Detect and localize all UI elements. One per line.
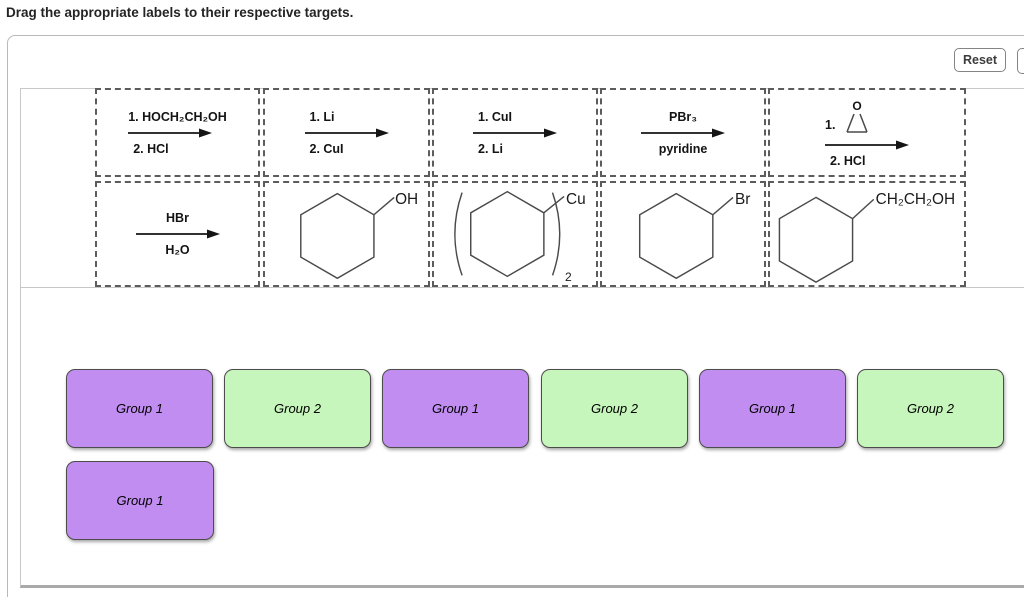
drag-label-text: Group 1 xyxy=(432,401,479,416)
reagent-step-1: 1. Li xyxy=(309,109,335,124)
reaction-arrow-icon xyxy=(825,140,909,149)
drop-target-r2c2[interactable]: OH xyxy=(263,181,430,287)
reagent-step-2: 2. HCl xyxy=(133,141,169,156)
drop-target-r1c2[interactable]: 1. Li 2. CuI xyxy=(263,88,430,177)
reset-button[interactable]: Reset xyxy=(954,48,1007,72)
drag-label[interactable]: Group 2 xyxy=(224,369,371,448)
drag-label[interactable]: Group 2 xyxy=(857,369,1004,448)
reagent-below: H₂O xyxy=(165,243,190,257)
drag-label[interactable]: Group 1 xyxy=(66,369,213,448)
drag-label-text: Group 2 xyxy=(591,401,638,416)
reagent-step-1: 1. xyxy=(825,117,836,132)
drag-label[interactable]: Group 2 xyxy=(541,369,688,448)
drag-label-text: Group 1 xyxy=(116,401,163,416)
reaction-arrow-icon xyxy=(641,128,725,137)
svg-text:O: O xyxy=(853,99,862,113)
drag-label[interactable]: Group 1 xyxy=(382,369,529,448)
drag-label-text: Group 1 xyxy=(749,401,796,416)
reagent-step-1: 1. CuI xyxy=(478,109,513,124)
drop-target-r2c1[interactable]: HBr H₂O xyxy=(95,181,260,287)
drop-target-r2c5[interactable]: CH₂CH₂OH xyxy=(768,181,966,287)
reaction-conditions: 1. Li 2. CuI xyxy=(304,109,389,156)
drop-target-r2c4[interactable]: Br xyxy=(600,181,766,287)
drag-label-text: Group 2 xyxy=(274,401,321,416)
bromocyclohexane-structure: Br xyxy=(638,191,750,280)
step1-with-epoxide: 1. O xyxy=(825,98,874,136)
reagent-step-2: 2. HCl xyxy=(830,153,866,168)
reagent-step-2: 2. CuI xyxy=(309,141,344,156)
svg-text:Cu: Cu xyxy=(566,191,586,208)
reaction-arrow-icon xyxy=(128,128,213,137)
cyclohexylethanol-structure: CH₂CH₂OH xyxy=(778,191,955,283)
target-table-baseline xyxy=(20,287,1024,288)
svg-text:2: 2 xyxy=(565,270,572,284)
drop-target-r1c5[interactable]: 1. O 2. HCl xyxy=(768,88,966,177)
dicyclohexylcuprate-structure: Cu 2 xyxy=(454,190,586,284)
drag-label-text: Group 1 xyxy=(116,493,164,508)
epoxide-structure: O xyxy=(846,99,869,133)
reaction-conditions: 1. O 2. HCl xyxy=(825,98,909,168)
drop-target-r1c3[interactable]: 1. CuI 2. Li xyxy=(432,88,598,177)
partial-button-edge[interactable] xyxy=(1017,48,1024,74)
reagent-step-2: 2. Li xyxy=(478,141,504,156)
reagent-above: PBr₃ xyxy=(668,109,697,124)
svg-text:Br: Br xyxy=(735,191,750,208)
reaction-conditions: 1. CuI 2. Li xyxy=(473,110,557,156)
drop-target-r1c4[interactable]: PBr₃ pyridine xyxy=(600,88,766,177)
svg-text:OH: OH xyxy=(395,191,418,208)
drag-label[interactable]: Group 1 xyxy=(699,369,846,448)
reagent-below: pyridine xyxy=(658,141,708,156)
drop-target-r1c1[interactable]: 1. HOCH₂CH₂OH 2. HCl xyxy=(95,88,260,177)
drag-label-text: Group 2 xyxy=(907,401,954,416)
reaction-conditions: 1. HOCH₂CH₂OH 2. HCl xyxy=(128,110,227,156)
cyclohexanol-structure: OH xyxy=(300,191,418,280)
page-title: Drag the appropriate labels to their res… xyxy=(6,5,354,20)
svg-text:CH₂CH₂OH: CH₂CH₂OH xyxy=(876,191,955,208)
reagent-step-1: 1. HOCH₂CH₂OH xyxy=(128,109,227,124)
reaction-arrow-icon xyxy=(473,128,557,137)
reaction-conditions: HBr H₂O xyxy=(135,211,220,257)
reagent-above: HBr xyxy=(166,211,189,225)
reaction-conditions: PBr₃ pyridine xyxy=(641,110,725,156)
drop-target-r2c3[interactable]: Cu 2 xyxy=(432,181,598,287)
reaction-arrow-icon xyxy=(135,229,220,239)
reaction-arrow-icon xyxy=(304,128,389,137)
drag-label[interactable]: Group 1 xyxy=(66,461,214,540)
